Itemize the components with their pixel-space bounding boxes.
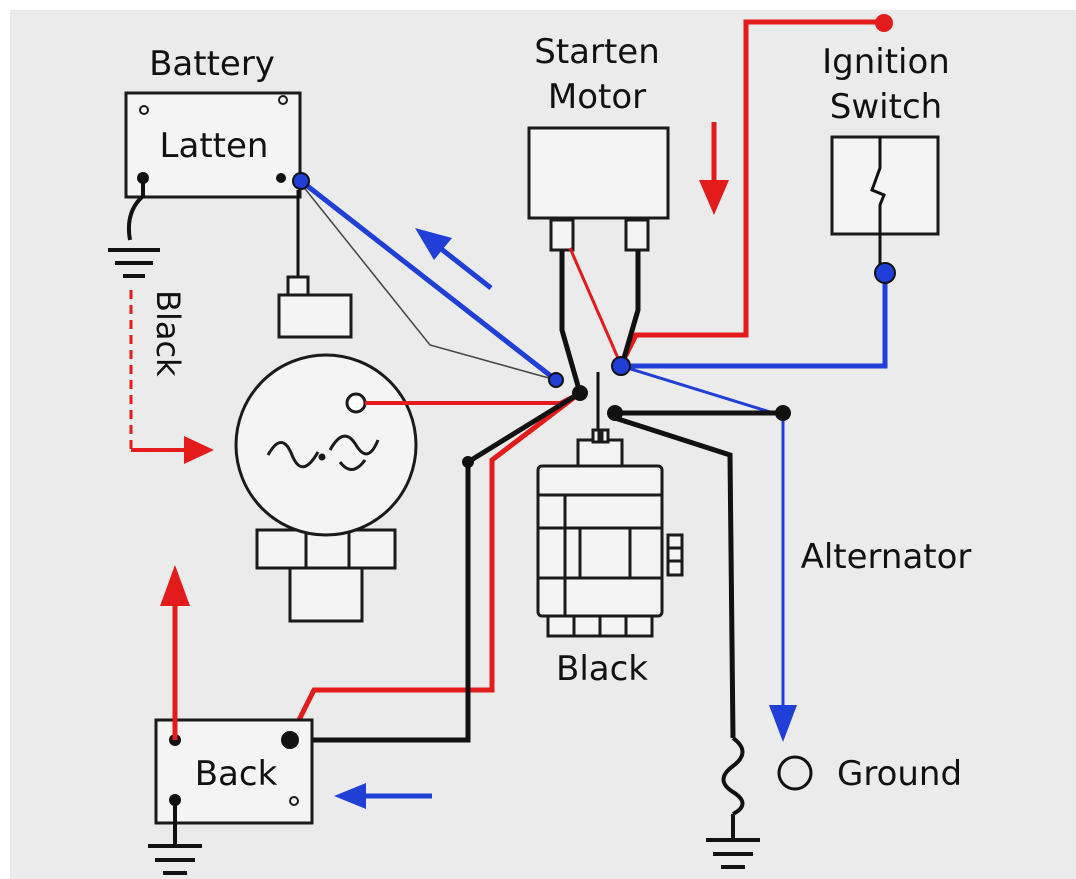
starter-motor-box	[527, 126, 670, 252]
battery-box	[124, 91, 302, 199]
alternator-junction-dot	[775, 405, 791, 421]
ground-terminal-icon	[777, 755, 813, 791]
thin-red-wire	[568, 247, 623, 366]
distributor-terminal	[345, 392, 367, 414]
black-junction-dot	[462, 456, 474, 468]
battery-inner-label: Latten	[160, 126, 269, 166]
back-box-label: Back	[195, 754, 278, 794]
battery-blue-terminal	[292, 172, 310, 190]
distributor-component	[234, 353, 418, 623]
relay-block	[277, 190, 353, 339]
main-junction-dot	[572, 385, 588, 401]
black-ground-drop-wire	[614, 415, 736, 739]
red-terminal-dot	[875, 14, 893, 32]
ignition-label-line2: Switch	[830, 87, 942, 127]
red-center-junction	[611, 356, 631, 376]
ignition-blue-terminal	[874, 262, 896, 284]
alternator-body	[536, 428, 684, 638]
back-terminal-dot	[281, 731, 299, 749]
alternator-label: Alternator	[801, 537, 972, 577]
battery-positive-terminal	[276, 173, 286, 183]
black-starter-wire-right	[619, 250, 641, 366]
red-arrow-down-icon	[699, 180, 729, 215]
blue-alternator-diagonal	[620, 364, 781, 417]
blue-arrow-upleft-icon	[415, 228, 452, 260]
black-vertical-label: Black	[149, 290, 187, 377]
battery-ground-icon	[108, 178, 160, 278]
coil-icon	[721, 736, 745, 816]
ground-label: Ground	[837, 754, 962, 794]
switch-icon	[870, 137, 886, 234]
red-ignition-feed-wire	[618, 19, 884, 367]
starter-label-line2: Motor	[548, 77, 646, 117]
black-starter-wire-left	[559, 250, 583, 394]
blue-arrow-shaft-upleft	[438, 246, 493, 290]
battery-title: Battery	[149, 44, 275, 84]
red-back-wire	[287, 391, 582, 740]
blue-center-junction	[548, 372, 564, 388]
center-junction-dot	[607, 405, 623, 421]
blue-arrow-down-icon	[769, 705, 797, 742]
red-arrow-up-icon	[160, 565, 190, 606]
black-bottom-label: Black	[556, 649, 648, 689]
thin-grey-wire	[297, 179, 557, 381]
ignition-label-line1: Ignition	[822, 42, 950, 82]
back-ground-symbol-icon	[148, 800, 202, 875]
black-back-wire	[290, 390, 582, 743]
back-box	[154, 718, 314, 825]
starter-label-line1: Starten	[534, 32, 660, 72]
blue-ignition-wire	[621, 273, 888, 369]
lower-ground-symbol-icon	[706, 814, 760, 869]
blue-wire-battery	[299, 179, 558, 382]
blue-arrow-left-icon	[334, 783, 366, 809]
red-arrow-right-icon	[184, 436, 214, 464]
ignition-switch-box	[830, 135, 940, 268]
